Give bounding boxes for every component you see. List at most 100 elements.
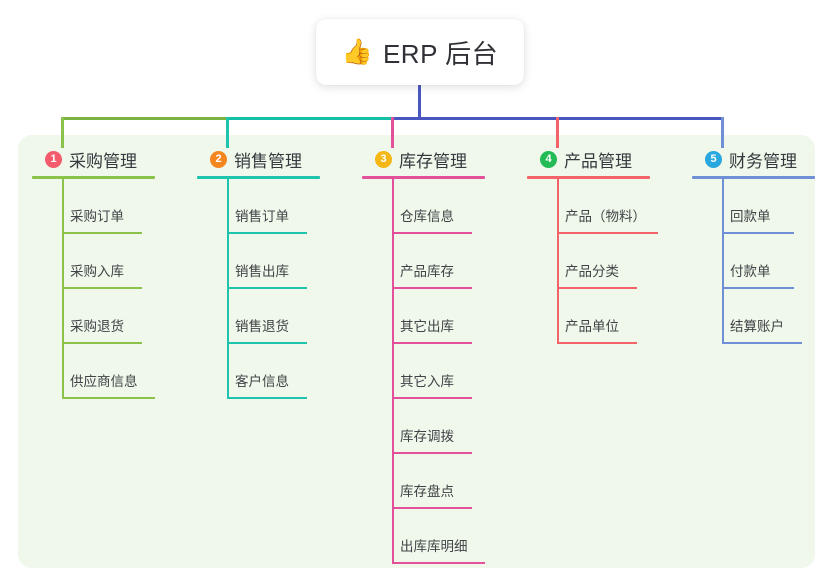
column-items: 仓库信息产品库存其它出库其它入库库存调拨库存盘点出库库明细: [362, 179, 485, 564]
list-item-rule: [227, 232, 307, 234]
root-node-erp-backend[interactable]: 👍 ERP 后台: [316, 19, 524, 85]
column-spine: [62, 179, 64, 399]
column-title: 采购管理: [69, 151, 137, 171]
column-number-badge: 5: [705, 150, 722, 168]
list-item[interactable]: 产品（物料）: [527, 179, 658, 234]
list-item[interactable]: 销售出库: [197, 234, 320, 289]
list-item-rule: [62, 342, 142, 344]
list-item-label: 库存盘点: [400, 484, 454, 499]
column-header-产品管理[interactable]: 4 产品管理: [527, 146, 650, 172]
column-title: 产品管理: [564, 151, 632, 171]
column-drop-1: [61, 117, 64, 148]
column-items: 采购订单采购入库采购退货供应商信息: [32, 179, 155, 399]
list-item[interactable]: 产品单位: [527, 289, 650, 344]
root-node-title: ERP 后台: [382, 38, 499, 69]
list-item[interactable]: 库存盘点: [362, 454, 485, 509]
list-item-rule: [392, 232, 472, 234]
list-item-label: 客户信息: [235, 374, 289, 389]
list-item-label: 出库库明细: [400, 539, 468, 554]
list-item-rule: [392, 342, 472, 344]
list-item-label: 销售订单: [235, 209, 289, 224]
column-title: 销售管理: [234, 151, 302, 171]
list-item[interactable]: 客户信息: [197, 344, 320, 399]
list-item[interactable]: 仓库信息: [362, 179, 485, 234]
column-spine: [392, 179, 394, 564]
column-header-rule: [32, 176, 155, 179]
column-spine: [722, 179, 724, 344]
list-item[interactable]: 产品库存: [362, 234, 485, 289]
column-number-badge: 1: [45, 150, 62, 168]
list-item[interactable]: 出库库明细: [362, 509, 485, 564]
list-item-label: 产品（物料）: [565, 209, 646, 224]
column-header-rule: [362, 176, 485, 179]
column-drop-4: [556, 117, 559, 148]
list-item-rule: [722, 232, 794, 234]
list-item-label: 其它出库: [400, 319, 454, 334]
list-item[interactable]: 销售订单: [197, 179, 320, 234]
column-header-采购管理[interactable]: 1 采购管理: [32, 146, 155, 172]
diagram-panel: [18, 135, 815, 568]
column-items: 产品（物料） 产品分类产品单位: [527, 179, 658, 344]
list-item-rule: [62, 287, 142, 289]
list-item-rule: [392, 397, 472, 399]
list-item-label: 销售出库: [235, 264, 289, 279]
list-item-rule: [227, 287, 307, 289]
column-销售管理: 2 销售管理销售订单销售出库销售退货客户信息: [197, 146, 320, 399]
list-item-rule: [557, 287, 637, 289]
column-drop-5: [721, 117, 724, 148]
list-item-label: 其它入库: [400, 374, 454, 389]
list-item[interactable]: 其它入库: [362, 344, 485, 399]
list-item-rule: [392, 562, 485, 564]
bar-segment-green: [61, 117, 229, 120]
list-item-rule: [62, 397, 155, 399]
list-item-rule: [392, 507, 472, 509]
list-item-rule: [722, 342, 802, 344]
list-item-rule: [392, 287, 472, 289]
list-item[interactable]: 销售退货: [197, 289, 320, 344]
column-number-badge: 3: [375, 150, 392, 168]
column-title: 库存管理: [399, 151, 467, 171]
list-item[interactable]: 其它出库: [362, 289, 485, 344]
list-item-rule: [722, 287, 794, 289]
column-产品管理: 4 产品管理产品（物料） 产品分类产品单位: [527, 146, 658, 344]
list-item[interactable]: 结算账户: [692, 289, 815, 344]
root-node-content: 👍 ERP 后台: [342, 34, 498, 71]
list-item-rule: [62, 232, 142, 234]
list-item-label: 结算账户: [730, 319, 784, 334]
column-header-库存管理[interactable]: 3 库存管理: [362, 146, 485, 172]
list-item-label: 采购入库: [70, 264, 124, 279]
list-item-label: 销售退货: [235, 319, 289, 334]
column-items: 回款单付款单结算账户: [692, 179, 815, 344]
column-header-财务管理[interactable]: 5 财务管理: [692, 146, 815, 172]
column-items: 销售订单销售出库销售退货客户信息: [197, 179, 320, 399]
column-number-badge: 4: [540, 150, 557, 168]
list-item-label: 采购订单: [70, 209, 124, 224]
list-item[interactable]: 采购入库: [32, 234, 155, 289]
column-spine: [557, 179, 559, 344]
list-item[interactable]: 产品分类: [527, 234, 650, 289]
column-title: 财务管理: [729, 151, 797, 171]
list-item[interactable]: 供应商信息: [32, 344, 155, 399]
column-number-badge: 2: [210, 150, 227, 168]
column-header-rule: [692, 176, 815, 179]
list-item-label: 付款单: [730, 264, 771, 279]
list-item-label: 库存调拨: [400, 429, 454, 444]
column-header-销售管理[interactable]: 2 销售管理: [197, 146, 320, 172]
list-item-rule: [557, 342, 637, 344]
column-库存管理: 3 库存管理仓库信息产品库存其它出库其它入库库存调拨库存盘点出库库明细: [362, 146, 485, 564]
bar-segment-teal: [226, 117, 394, 120]
column-drop-2: [226, 117, 229, 148]
list-item-label: 产品分类: [565, 264, 619, 279]
list-item-rule: [392, 452, 472, 454]
list-item-label: 供应商信息: [70, 374, 138, 389]
list-item[interactable]: 采购订单: [32, 179, 155, 234]
list-item[interactable]: 付款单: [692, 234, 815, 289]
list-item[interactable]: 回款单: [692, 179, 815, 234]
column-采购管理: 1 采购管理采购订单采购入库采购退货供应商信息: [32, 146, 155, 399]
list-item-label: 仓库信息: [400, 209, 454, 224]
list-item[interactable]: 采购退货: [32, 289, 155, 344]
list-item[interactable]: 库存调拨: [362, 399, 485, 454]
list-item-label: 采购退货: [70, 319, 124, 334]
trunk-connector: [418, 85, 421, 120]
